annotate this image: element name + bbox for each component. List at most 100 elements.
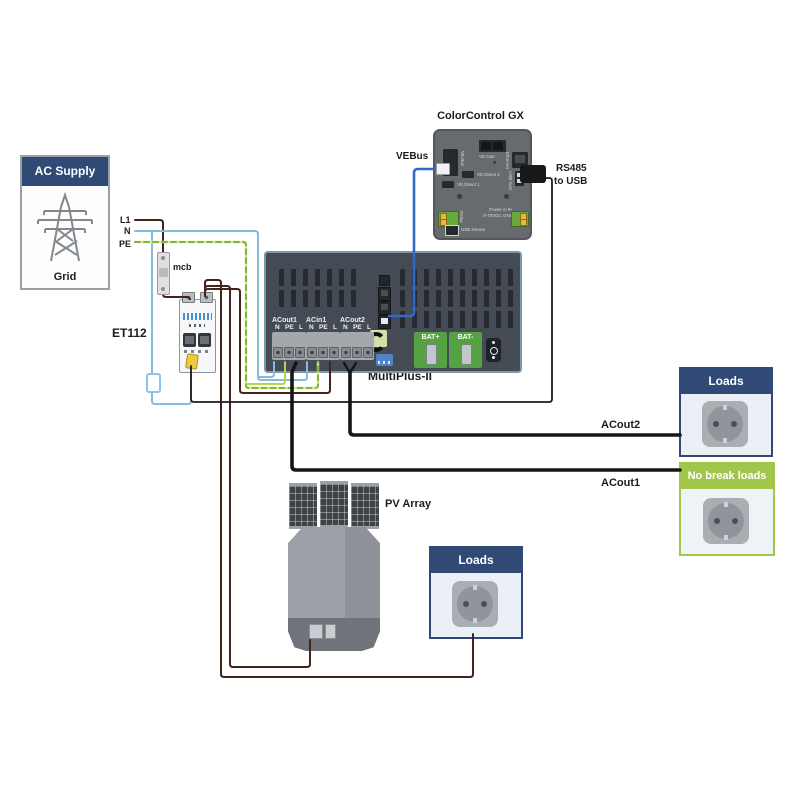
terminal-group-name: ACout1 — [272, 317, 297, 324]
multiplus-inverter: ACout1 N PE L ACin1 N PE L ACout2 N PE L — [264, 251, 522, 373]
loads-box-acout2: Loads — [679, 367, 773, 457]
et112-label: ET112 — [112, 326, 147, 340]
schuko-socket — [702, 401, 748, 447]
loads-header: Loads — [681, 369, 771, 394]
pin-label: L — [367, 324, 371, 331]
tower-bracing — [54, 228, 78, 256]
battery-bolt — [461, 344, 472, 365]
power-in-line1: Power in 9+ — [489, 207, 513, 212]
mcb-screw-top — [161, 256, 165, 260]
et112-display-dots — [189, 324, 205, 327]
pin-label: PE — [353, 324, 362, 331]
power-in-label: Power in 9+ 8-70VDC GND — [479, 207, 513, 219]
ve-direct-2-port — [462, 171, 474, 178]
pin-label: L — [333, 324, 337, 331]
label-pe: PE — [119, 239, 132, 249]
neutral-fuse — [146, 373, 161, 393]
bat-plus-label: BAT+ — [421, 334, 440, 341]
pv-inverter — [288, 527, 380, 651]
rs485-label-line2: to USB — [554, 176, 588, 187]
transmission-tower-icon — [37, 191, 93, 262]
power-in-terminal — [511, 211, 529, 227]
terminal-block — [340, 332, 374, 360]
vent-grille — [400, 290, 514, 307]
vent-grille — [279, 269, 361, 286]
schuko-socket — [452, 581, 498, 627]
pin-label: N — [275, 324, 280, 331]
ethernet-port — [512, 152, 528, 168]
schuko-socket — [703, 498, 749, 544]
et112-port-left — [183, 333, 196, 347]
ve-direct-1-port — [442, 181, 454, 188]
loads-header: Loads — [431, 548, 521, 573]
terminal-group-name: ACout2 — [340, 317, 365, 324]
ethernet-label: Ethernet — [505, 152, 510, 170]
tower-peak — [60, 191, 70, 208]
mcb-label: mcb — [173, 262, 192, 272]
terminal-group-acout2: ACout2 N PE L — [340, 317, 374, 360]
pv-inverter-connector — [325, 624, 336, 639]
mcb-screw-bottom — [161, 287, 165, 291]
ve-direct-2-label: VE.Direct 2 — [477, 172, 500, 177]
battery-terminal-positive: BAT+ — [414, 332, 447, 368]
solar-panel — [351, 483, 379, 529]
ve-bus-label: VE.Bus — [460, 151, 465, 167]
battery-bolt — [426, 344, 437, 365]
mount-hole — [504, 194, 509, 199]
solar-panel — [320, 481, 348, 528]
pin-label: N — [343, 324, 348, 331]
no-break-loads-box: No break loads — [679, 462, 775, 556]
mcb-body-band — [159, 268, 168, 277]
ve-direct-1-label: VE.Direct 1 — [457, 182, 480, 187]
pin-label: PE — [285, 324, 294, 331]
terminal-block — [306, 332, 340, 360]
ve-can-label: VE.Can — [479, 154, 495, 159]
mount-hole — [457, 194, 462, 199]
rj45-port — [378, 301, 391, 315]
label-n: N — [124, 226, 131, 236]
colorcontrol-gx: VE.Can VE.Bus VE.Direct 2 VE.Direct 1 Et… — [433, 129, 532, 240]
vebus-plug — [436, 163, 450, 175]
pin-label: L — [299, 324, 303, 331]
rs485-label-line1: RS485 — [556, 163, 587, 174]
solar-panel — [289, 483, 317, 529]
tower-insulators — [37, 211, 93, 233]
ac-supply-header: AC Supply — [22, 157, 108, 186]
et112-meter — [179, 292, 216, 373]
tower-arms — [38, 210, 92, 230]
aux-terminal — [376, 354, 393, 366]
pv-inverter-connector — [309, 624, 323, 639]
pv-array-label: PV Array — [385, 498, 432, 510]
terminal-block — [272, 332, 306, 360]
relay-label: Relay — [459, 211, 464, 223]
vent-grille — [400, 311, 514, 328]
pin-label: PE — [319, 324, 328, 331]
comm-port — [379, 275, 390, 286]
led — [493, 161, 496, 164]
et112-terminal-2 — [200, 292, 213, 303]
usb-host-label: USB host — [508, 171, 513, 191]
et112-terminal-1 — [182, 292, 195, 303]
usb-device-label: USB Device — [461, 227, 486, 232]
vebus-cable-label: VEBus — [396, 151, 429, 162]
acout1-wire-label: ACout1 — [601, 477, 641, 489]
terminal-group-acin1: ACin1 N PE L — [306, 317, 340, 360]
rj45-port — [378, 287, 391, 301]
pin-label: N — [309, 324, 314, 331]
pv-inverter-base — [288, 618, 380, 651]
grid-caption: Grid — [53, 271, 77, 283]
ve-can-ports — [479, 140, 506, 152]
ac-supply-box: AC Supply Grid — [20, 155, 110, 290]
vent-grille — [400, 269, 514, 286]
tower-legs — [50, 206, 80, 262]
terminal-group-acout1: ACout1 N PE L — [272, 317, 306, 360]
loads-box-pv: Loads — [429, 546, 523, 639]
mcb-breaker — [157, 252, 170, 295]
usb-device-port — [445, 225, 459, 236]
terminal-group-name: ACin1 — [306, 317, 327, 324]
ccgx-label: ColorControl GX — [437, 110, 524, 122]
no-break-loads-header: No break loads — [681, 464, 773, 489]
power-in-line2: 8-70VDC GND — [483, 212, 513, 218]
label-l1: L1 — [120, 215, 131, 225]
